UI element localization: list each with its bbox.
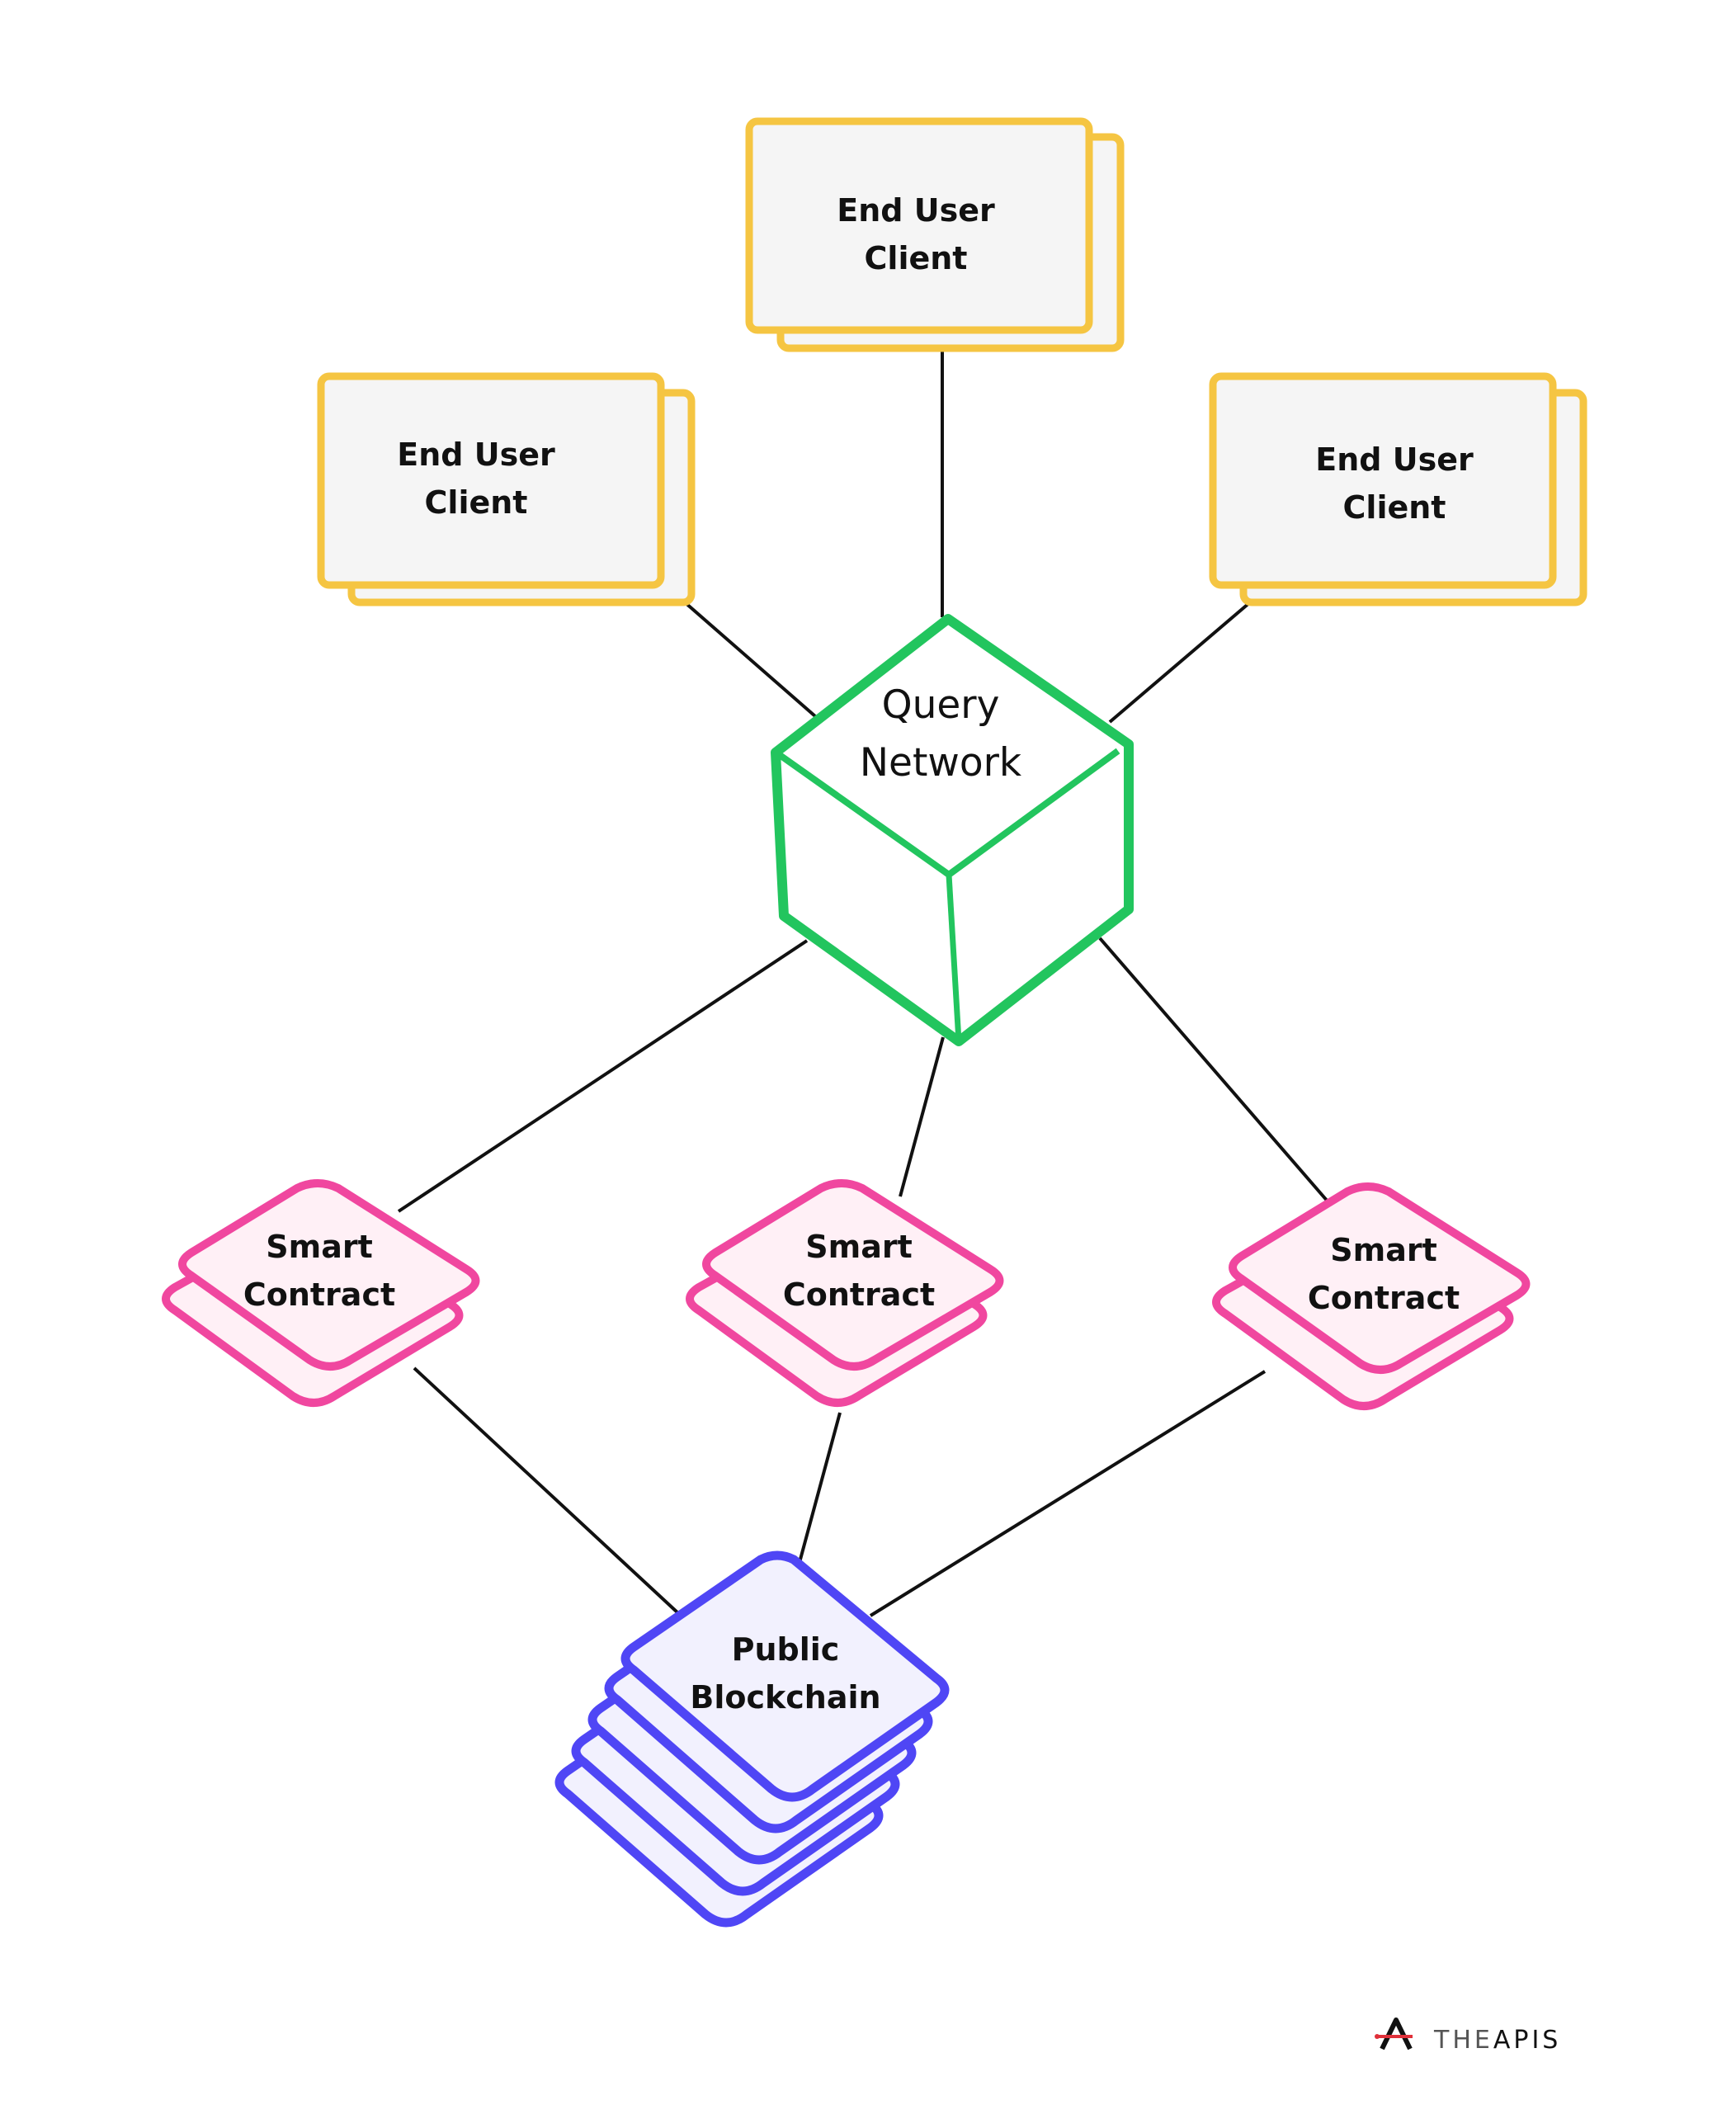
query-network-cube: Query Network — [771, 614, 1134, 1046]
contract-stack-middle-layers: Smart Contract — [686, 1179, 1004, 1407]
theapis-logo: THEAPIS — [1375, 2018, 1561, 2055]
client-label-line2: Client — [425, 484, 528, 521]
blockchain-stack: Public Blockchain — [554, 1550, 950, 1928]
contract-stack-right-layers: Smart Contract — [1212, 1182, 1531, 1410]
client-label-line1: End User — [397, 437, 555, 473]
connector-client-left — [683, 601, 817, 718]
client-label-line1: End User — [1315, 441, 1474, 478]
connector-client-right — [1108, 601, 1252, 724]
contract-layer-front — [1229, 1182, 1531, 1374]
connector-contract-right — [1098, 937, 1330, 1204]
client-label-line2: Client — [1343, 489, 1446, 526]
connector-chain-middle — [794, 1412, 842, 1579]
chain-layer-front — [620, 1550, 950, 1802]
cube-inner-edge-left — [777, 752, 951, 878]
chain-label-line2: Blockchain — [690, 1679, 880, 1715]
network-label-line2: Network — [860, 740, 1022, 786]
client-card-left: End User Client — [317, 372, 696, 606]
contract-label-line2: Contract — [783, 1277, 935, 1313]
chain-label-line1: Public — [732, 1631, 840, 1668]
connector-chain-left — [413, 1366, 691, 1626]
cube-inner-edge-vertical — [946, 874, 962, 1042]
connector-contract-left — [397, 939, 809, 1213]
connector-chain-right — [869, 1370, 1267, 1617]
logo-name: APIS — [1493, 2026, 1562, 2055]
client-card-right: End User Client — [1209, 372, 1587, 606]
connectors — [397, 351, 1330, 1626]
contract-label-line2: Contract — [243, 1277, 395, 1313]
contract-label-line2: Contract — [1308, 1280, 1460, 1316]
client-label-line2: Client — [865, 240, 968, 276]
connector-contract-middle — [899, 1036, 945, 1197]
client-card-front — [317, 372, 665, 589]
contract-label-line1: Smart — [266, 1229, 373, 1265]
contract-stack-left-layers: Smart Contract — [162, 1179, 480, 1407]
client-card-front — [745, 117, 1093, 334]
theapis-logo-icon — [1375, 2018, 1413, 2051]
logo-wordmark: THEAPIS — [1433, 2026, 1561, 2055]
logo-prefix: THE — [1433, 2026, 1493, 2055]
contract-label-line1: Smart — [805, 1229, 913, 1265]
client-label-line1: End User — [837, 192, 995, 229]
client-card-top: End User Client — [745, 117, 1125, 352]
cube-inner-edge-right — [946, 748, 1120, 878]
contract-layer-front — [702, 1179, 1004, 1371]
contract-label-line1: Smart — [1330, 1232, 1437, 1268]
network-label-line1: Query — [882, 682, 1000, 728]
contract-layer-front — [178, 1179, 480, 1371]
client-card-front — [1209, 372, 1557, 589]
